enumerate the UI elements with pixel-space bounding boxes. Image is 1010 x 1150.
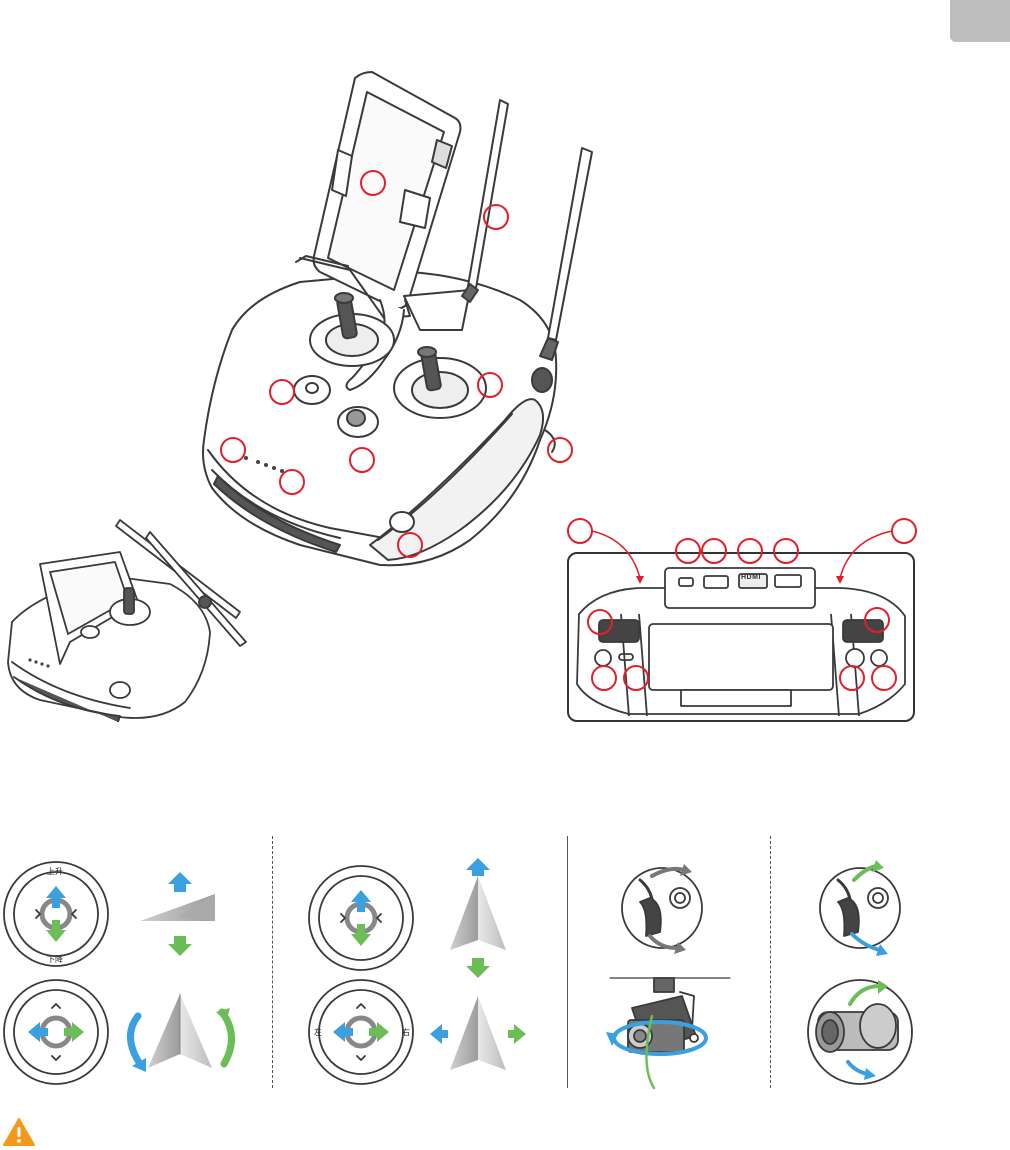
gimbal-camera-diagram: [606, 978, 730, 1088]
roll-aircraft-diagram: [430, 996, 526, 1070]
right-label: 右: [402, 1027, 410, 1038]
right-dial-diagram: [820, 860, 900, 956]
throttle-stick-diagram: [4, 862, 108, 966]
camera-focus-diagram: [808, 980, 912, 1084]
controller-back-panel: HDMI: [567, 552, 915, 722]
yaw-stick-diagram: [4, 980, 108, 1084]
warning-triangle-icon: [2, 1117, 36, 1147]
left-label: 左: [314, 1027, 322, 1038]
remote-controller-illustration: [0, 0, 620, 570]
stick-control-diagrams: [0, 836, 1010, 1091]
remote-controller-side-view: [0, 512, 250, 722]
yaw-aircraft-diagram: [130, 994, 231, 1072]
callout-right-port: [892, 519, 916, 543]
hdmi-port-label: HDMI: [741, 574, 761, 581]
left-dial-diagram: [622, 864, 702, 954]
throttle-aircraft-diagram: [140, 872, 215, 956]
pitch-aircraft-diagram: [450, 858, 506, 978]
up-label: 上升: [47, 866, 63, 877]
down-label: 下降: [47, 954, 63, 965]
pitch-stick-diagram: [309, 866, 413, 970]
page-tab: [950, 0, 1010, 42]
roll-stick-diagram: [309, 980, 413, 1084]
